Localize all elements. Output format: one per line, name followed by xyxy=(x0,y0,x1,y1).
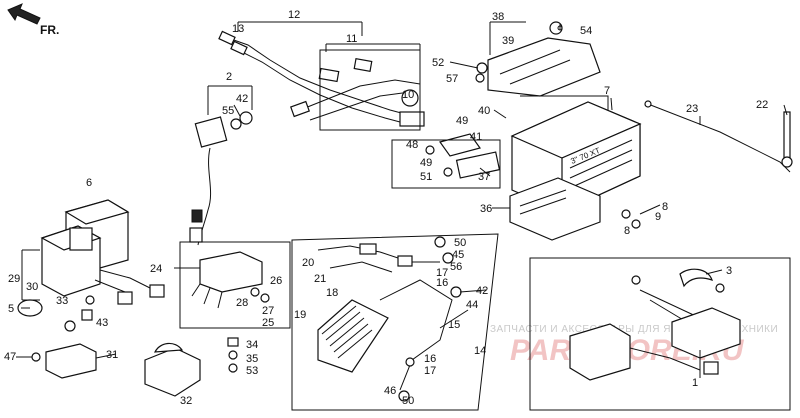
part-clip-3 xyxy=(679,268,713,288)
callout-label: 15 xyxy=(448,319,460,331)
callout-label: 40 xyxy=(478,105,490,117)
callout-label: 37 xyxy=(478,171,490,183)
callout-label: 49 xyxy=(456,115,468,127)
bracket-38 xyxy=(489,21,526,55)
callout-label: 13 xyxy=(232,23,244,35)
ecu-box xyxy=(199,251,263,293)
callout-label: 16 xyxy=(436,277,448,289)
callout-label: 48 xyxy=(406,139,418,151)
callout-label: 50 xyxy=(454,237,466,249)
callout-label: 18 xyxy=(326,287,338,299)
frame-48 xyxy=(391,139,501,189)
callout-label: 17 xyxy=(436,267,448,279)
antenna-cable xyxy=(647,103,791,173)
callout-label: 42 xyxy=(236,93,248,105)
callout-label: 7 xyxy=(604,85,610,97)
callout-label: 6 xyxy=(86,177,92,189)
callout-label: 21 xyxy=(314,273,326,285)
callout-label: 35 xyxy=(246,353,258,365)
frame-24 xyxy=(179,241,291,329)
callout-label: 46 xyxy=(384,385,396,397)
bracket-7 xyxy=(520,95,609,110)
callout-label: 16 xyxy=(424,353,436,365)
callout-label: 27 xyxy=(262,305,274,317)
part-36-unit xyxy=(509,177,601,241)
callout-label: 41 xyxy=(470,131,482,143)
callout-label: 57 xyxy=(446,73,458,85)
direction-label: FR. xyxy=(40,23,59,37)
callout-label: 50 xyxy=(402,395,414,407)
callout-label: 10 xyxy=(402,89,414,101)
callout-label: 2 xyxy=(226,71,232,83)
callout-label: 33 xyxy=(56,295,68,307)
antenna-rod xyxy=(783,111,791,159)
callout-label: 8 xyxy=(624,225,630,237)
callout-label: 53 xyxy=(246,365,258,377)
callout-label: 49 xyxy=(420,157,432,169)
part-bracket-31 xyxy=(45,343,97,379)
leader-lines xyxy=(16,24,788,378)
callout-label: 29 xyxy=(8,273,20,285)
fan-unit xyxy=(40,199,165,305)
callout-label: 51 xyxy=(420,171,432,183)
callout-labels: 1 2 3 5 6 7 8 8 9 10 11 12 13 14 15 16 1… xyxy=(4,9,768,407)
callout-label: 11 xyxy=(346,33,357,45)
frame-1 xyxy=(529,257,791,411)
callout-label: 1 xyxy=(692,377,698,389)
callout-label: 47 xyxy=(4,351,16,363)
callout-label: 44 xyxy=(466,299,478,311)
callout-label: 42 xyxy=(476,285,488,297)
callout-label: 32 xyxy=(180,395,192,407)
callout-label: 3 xyxy=(726,265,732,277)
callout-label: 56 xyxy=(450,261,462,273)
callout-label: 9 xyxy=(655,211,661,223)
wire-harness xyxy=(218,30,425,131)
callout-label: 24 xyxy=(150,263,162,275)
regulator-box xyxy=(194,116,228,148)
bracket-12 xyxy=(237,21,363,36)
direction-arrow-icon: FR. xyxy=(7,3,59,37)
callout-label: 17 xyxy=(424,365,436,377)
callout-label: 28 xyxy=(236,297,248,309)
bracket-2 xyxy=(207,85,253,115)
callout-label: 30 xyxy=(26,281,38,293)
callout-label: 22 xyxy=(756,99,768,111)
callout-label: 36 xyxy=(480,203,492,215)
callout-label: 54 xyxy=(580,25,592,37)
callout-label: 25 xyxy=(262,317,274,329)
part-cover-32 xyxy=(144,347,201,397)
frame-14 xyxy=(291,233,499,411)
callout-label: 43 xyxy=(96,317,108,329)
callout-label: 55 xyxy=(222,105,234,117)
callout-label: 45 xyxy=(452,249,464,261)
callout-label: 38 xyxy=(492,11,504,23)
callout-label: 26 xyxy=(270,275,282,287)
callout-label: 52 xyxy=(432,57,444,69)
callout-label: 19 xyxy=(294,309,306,321)
callout-label: 20 xyxy=(302,257,314,269)
callout-label: 12 xyxy=(288,9,300,21)
bracket-11 xyxy=(325,43,421,54)
callout-label: 14 xyxy=(474,345,486,357)
callout-label: 8 xyxy=(662,201,668,213)
callout-label: 5 xyxy=(8,303,14,315)
callout-label: 23 xyxy=(686,103,698,115)
callout-label: 39 xyxy=(502,35,514,47)
callout-label: 34 xyxy=(246,339,258,351)
